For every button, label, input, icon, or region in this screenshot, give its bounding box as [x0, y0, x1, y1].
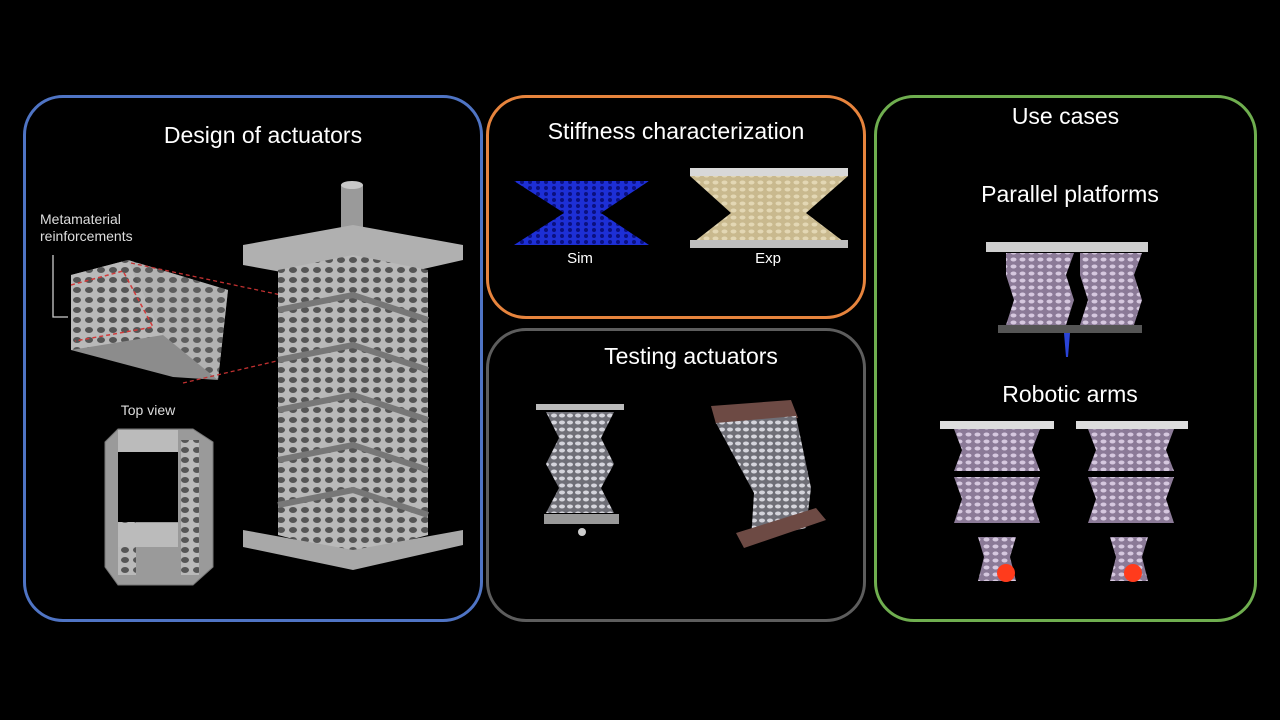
sim-image	[514, 181, 649, 245]
callout-line-1: Metamaterial	[40, 211, 121, 227]
callout-arrow	[52, 255, 68, 318]
callout-line-2: reinforcements	[40, 228, 133, 244]
testing-panel	[486, 328, 866, 622]
robotic-arms-title: Robotic arms	[1002, 381, 1138, 407]
use-cases-title: Use cases	[1011, 103, 1120, 129]
parallel-platform-photo	[986, 242, 1148, 357]
top-view-label: Top view	[120, 402, 176, 418]
design-panel	[23, 95, 483, 622]
bent-actuator-photo	[711, 400, 826, 548]
testing-title: Testing actuators	[604, 343, 778, 369]
reinforcement-inset	[70, 260, 228, 380]
use-cases-illustration	[940, 242, 1188, 582]
straight-actuator-photo	[536, 404, 624, 536]
design-illustration	[52, 181, 463, 586]
zoom-line-top	[130, 262, 282, 296]
testing-illustration	[536, 400, 826, 548]
stiffness-illustration	[514, 168, 848, 248]
use-cases-panel	[874, 95, 1257, 622]
top-view-illustration	[104, 428, 214, 586]
sim-label: Sim	[567, 250, 593, 267]
stiffness-panel	[486, 95, 866, 319]
exp-label: Exp	[755, 250, 781, 267]
exp-image	[690, 168, 848, 248]
design-title: Design of actuators	[163, 122, 363, 148]
zoom-line-bottom	[182, 359, 282, 384]
stiffness-title: Stiffness characterization	[547, 118, 805, 144]
robotic-arm-photo-2	[1076, 421, 1188, 582]
metamaterial-callout: Metamaterial reinforcements	[40, 211, 133, 245]
actuator-render	[243, 181, 463, 570]
parallel-platforms-title: Parallel platforms	[981, 181, 1159, 207]
robotic-arm-photo-1	[940, 421, 1054, 582]
